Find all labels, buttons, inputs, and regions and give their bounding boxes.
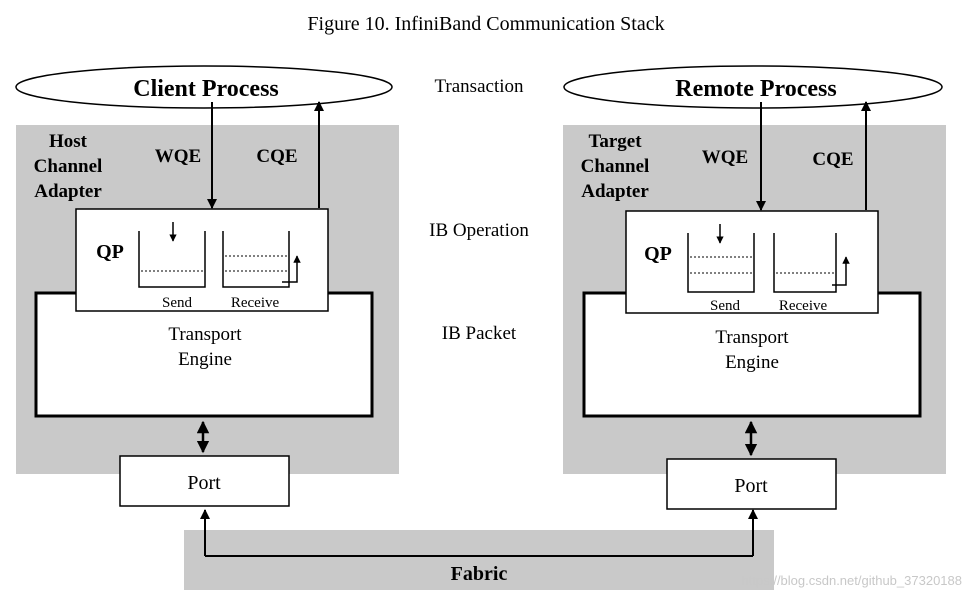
- target-qp-label: QP: [644, 243, 672, 265]
- host-wqe-label: WQE: [155, 146, 201, 167]
- layer-transaction: Transaction: [434, 76, 524, 97]
- target-wqe-label: WQE: [702, 147, 748, 168]
- host-qp-label: QP: [96, 241, 124, 263]
- target-receive-queue: [773, 233, 837, 293]
- host-port-box: [119, 455, 290, 507]
- host-adapter-label-2: Channel: [34, 156, 103, 177]
- target-cqe-label: CQE: [812, 149, 853, 170]
- host-cqe-label: CQE: [256, 146, 297, 167]
- remote-process-ellipse: [563, 65, 943, 109]
- host-adapter-label-1: Host: [49, 131, 88, 152]
- target-adapter-label-2: Channel: [581, 156, 650, 177]
- target-adapter-label-3: Adapter: [581, 181, 649, 202]
- host-qp-box: [75, 208, 329, 312]
- target-receive-arrow: [832, 256, 850, 286]
- host-receive-queue: [222, 231, 290, 288]
- host-transport-engine: [34, 291, 374, 418]
- target-engine-label-2: Engine: [725, 352, 779, 373]
- fabric-panel: [184, 530, 774, 590]
- target-port-box: [666, 458, 837, 510]
- host-engine-label-1: Transport: [168, 324, 242, 345]
- layer-ib-packet: IB Packet: [442, 323, 517, 344]
- client-process-label: Client Process: [133, 76, 279, 102]
- target-send-label: Send: [710, 298, 741, 314]
- host-receive-arrow: [282, 255, 301, 283]
- layer-ib-operation: IB Operation: [429, 220, 529, 241]
- target-engine-label-1: Transport: [715, 327, 789, 348]
- watermark: https://blog.csdn.net/github_37320188: [742, 573, 962, 588]
- host-adapter-label-3: Adapter: [34, 181, 102, 202]
- host-send-label: Send: [162, 295, 193, 311]
- fabric-label: Fabric: [451, 563, 508, 585]
- target-send-queue: [687, 233, 755, 293]
- client-process-ellipse: [15, 65, 393, 109]
- host-send-queue: [138, 231, 206, 288]
- host-port-label: Port: [187, 472, 221, 494]
- host-engine-label-2: Engine: [178, 349, 232, 370]
- target-adapter-label-1: Target: [588, 131, 642, 152]
- host-receive-label: Receive: [231, 295, 280, 311]
- figure-title: Figure 10. InfiniBand Communication Stac…: [307, 13, 664, 35]
- target-port-label: Port: [734, 475, 768, 497]
- target-receive-label: Receive: [779, 298, 828, 314]
- remote-process-label: Remote Process: [675, 76, 836, 102]
